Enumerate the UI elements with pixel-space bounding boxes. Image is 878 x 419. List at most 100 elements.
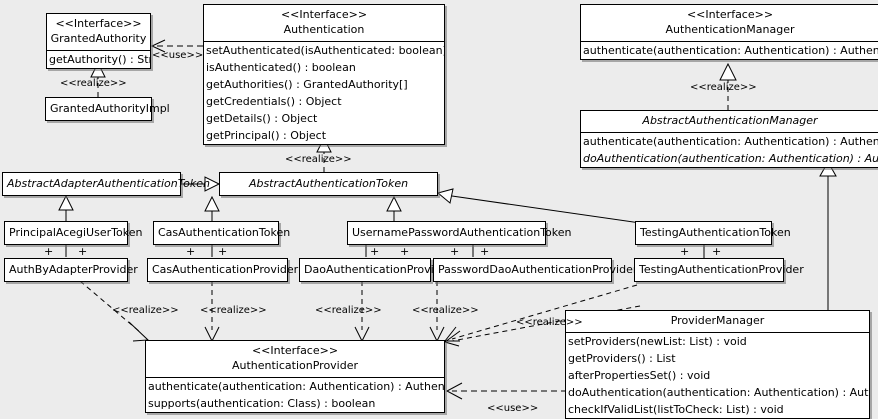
class-members: authenticate(authentication: Authenticat… — [581, 42, 878, 59]
class-member: afterPropertiesSet() : void — [568, 369, 711, 382]
class-header: UsernamePasswordAuthenticationToken — [348, 222, 572, 244]
class-member: getCredentials() : Object — [206, 95, 342, 108]
multiplicity-marker: + — [44, 245, 54, 258]
class-cas-authentication-provider[interactable]: CasAuthenticationProvider — [147, 258, 299, 282]
class-authentication[interactable]: <<Interface>> Authentication setAuthenti… — [203, 4, 445, 145]
class-abstract-authentication-token[interactable]: AbstractAuthenticationToken — [219, 172, 438, 196]
class-members: setProviders(newList: List) : void getPr… — [566, 333, 869, 418]
class-name: PrincipalAcegiUserToken — [9, 226, 143, 239]
multiplicity-marker: + — [400, 245, 410, 258]
class-members: setAuthenticated(isAuthenticated: boolea… — [204, 42, 444, 144]
class-authentication-manager[interactable]: <<Interface>> AuthenticationManager auth… — [580, 4, 878, 60]
class-abstract-authentication-manager[interactable]: AbstractAuthenticationManager authentica… — [580, 110, 878, 168]
class-stereotype: <<Interface>> — [280, 8, 368, 21]
class-member: isAuthenticated() : boolean — [206, 61, 356, 74]
class-member: getAuthority() : String — [49, 53, 150, 66]
class-members: authenticate(authentication: Authenticat… — [581, 133, 878, 167]
class-name: ProviderManager — [670, 314, 765, 327]
class-member: authenticate(authentication: Authenticat… — [583, 44, 878, 57]
multiplicity-marker: + — [480, 245, 490, 258]
class-member: getPrincipal() : Object — [206, 129, 327, 142]
class-granted-authority[interactable]: <<Interface>> GrantedAuthority getAuthor… — [46, 13, 151, 69]
edge-label-realize-abstractauthenticationmanager: <<realize>> — [690, 82, 757, 93]
class-members: getAuthority() : String — [47, 51, 150, 68]
class-member: doAuthentication(authentication: Authent… — [568, 386, 869, 399]
class-principal-acegi-user-token[interactable]: PrincipalAcegiUserToken — [4, 221, 143, 245]
class-auth-by-adapter-provider[interactable]: AuthByAdapterProvider — [4, 258, 138, 282]
class-header: <<Interface>> AuthenticationProvider — [146, 341, 444, 378]
class-cas-authentication-token[interactable]: CasAuthenticationToken — [153, 221, 291, 245]
class-member: getProviders() : List — [568, 352, 676, 365]
multiplicity-marker: + — [450, 245, 460, 258]
class-header: GrantedAuthorityImpl — [46, 98, 170, 120]
class-name: GrantedAuthority — [50, 32, 147, 45]
class-header: DaoAuthenticationProvider — [300, 259, 452, 281]
edge-label-use-authentication-grantedauthority: <<use>> — [152, 50, 204, 61]
class-header: PrincipalAcegiUserToken — [5, 222, 143, 244]
class-members: authenticate(authentication: Authenticat… — [146, 378, 444, 412]
class-member: getDetails() : Object — [206, 112, 318, 125]
class-header: AbstractAuthenticationToken — [220, 173, 437, 195]
class-name: GrantedAuthorityImpl — [50, 102, 170, 115]
multiplicity-marker: + — [186, 245, 196, 258]
edge-label-realize-grantedauthorityimpl: <<realize>> — [60, 78, 127, 89]
class-provider-manager[interactable]: ProviderManager setProviders(newList: Li… — [565, 310, 870, 419]
edge-providermanager-extends-abstractauthenticationmanager — [819, 160, 837, 310]
class-header: AuthByAdapterProvider — [5, 259, 138, 281]
class-header: AbstractAuthenticationManager — [581, 111, 878, 133]
multiplicity-marker: + — [712, 245, 722, 258]
class-name: AuthenticationManager — [665, 23, 795, 36]
edge-label-realize-casauthenticationprovider: <<realize>> — [200, 305, 267, 316]
class-name: AuthenticationProvider — [231, 359, 359, 372]
class-name: TestingAuthenticationProvider — [639, 263, 804, 276]
edge-label-realize-passworddaoprovider: <<realize>> — [412, 305, 479, 316]
class-header: TestingAuthenticationToken — [636, 222, 791, 244]
class-name: AuthByAdapterProvider — [9, 263, 138, 276]
edge-label-realize-daoauthenticationprovider: <<realize>> — [315, 305, 382, 316]
class-header: <<Interface>> AuthenticationManager — [581, 5, 878, 42]
edge-principalacegiusertoken-extends-abstractadapter — [58, 194, 74, 221]
class-member: setProviders(newList: List) : void — [568, 335, 747, 348]
class-stereotype: <<Interface>> — [686, 8, 774, 21]
class-member: getAuthorities() : GrantedAuthority[] — [206, 78, 408, 91]
class-name: TestingAuthenticationToken — [640, 226, 791, 239]
class-header: CasAuthenticationProvider — [148, 259, 299, 281]
class-header: <<Interface>> Authentication — [204, 5, 444, 42]
edge-usernamepasswordtoken-extends-abstractauthenticationtoken — [386, 195, 402, 221]
class-testing-authentication-provider[interactable]: TestingAuthenticationProvider — [634, 258, 804, 282]
class-name: Authentication — [283, 23, 365, 36]
class-member: checkIfValidList(listToCheck: List) : vo… — [568, 403, 784, 416]
class-name: AbstractAuthenticationToken — [248, 177, 409, 190]
class-name: UsernamePasswordAuthenticationToken — [352, 226, 572, 239]
edge-label-use-providermanager: <<use>> — [487, 403, 539, 414]
class-password-dao-authentication-provider[interactable]: PasswordDaoAuthenticationProvider — [433, 258, 638, 282]
class-username-password-authentication-token[interactable]: UsernamePasswordAuthenticationToken — [347, 221, 572, 245]
class-stereotype: <<Interface>> — [55, 17, 142, 30]
edge-label-realize-abstractauthenticationtoken: <<realize>> — [285, 154, 352, 165]
class-header: <<Interface>> GrantedAuthority — [47, 14, 150, 51]
edge-label-realize-providermanager: <<realize>> — [516, 317, 583, 328]
class-member: setAuthenticated(isAuthenticated: boolea… — [206, 44, 444, 57]
class-authentication-provider[interactable]: <<Interface>> AuthenticationProvider aut… — [145, 340, 445, 413]
class-header: PasswordDaoAuthenticationProvider — [434, 259, 638, 281]
edge-testingauthenticationtoken-extends-abstractauthenticationtoken — [436, 188, 641, 224]
class-granted-authority-impl[interactable]: GrantedAuthorityImpl — [45, 97, 170, 121]
class-name: DaoAuthenticationProvider — [304, 263, 452, 276]
class-dao-authentication-provider[interactable]: DaoAuthenticationProvider — [299, 258, 452, 282]
class-name: PasswordDaoAuthenticationProvider — [438, 263, 638, 276]
multiplicity-marker: + — [370, 245, 380, 258]
class-member: authenticate(authentication: Authenticat… — [148, 380, 444, 393]
edge-casauthenticationtoken-extends-abstractauthenticationtoken — [204, 195, 220, 221]
class-name: AbstractAuthenticationManager — [642, 114, 818, 127]
edge-label-realize-authbyadapterprovider: <<realize>> — [112, 305, 179, 316]
class-member: doAuthentication(authentication: Authent… — [583, 152, 878, 165]
class-header: ProviderManager — [566, 311, 869, 333]
class-abstract-adapter-authentication-token[interactable]: AbstractAdapterAuthenticationToken — [2, 172, 210, 196]
class-testing-authentication-token[interactable]: TestingAuthenticationToken — [635, 221, 791, 245]
class-member: supports(authentication: Class) : boolea… — [148, 397, 376, 410]
class-header: CasAuthenticationToken — [154, 222, 291, 244]
class-header: AbstractAdapterAuthenticationToken — [3, 173, 210, 195]
class-name: CasAuthenticationProvider — [152, 263, 299, 276]
class-name: CasAuthenticationToken — [158, 226, 291, 239]
